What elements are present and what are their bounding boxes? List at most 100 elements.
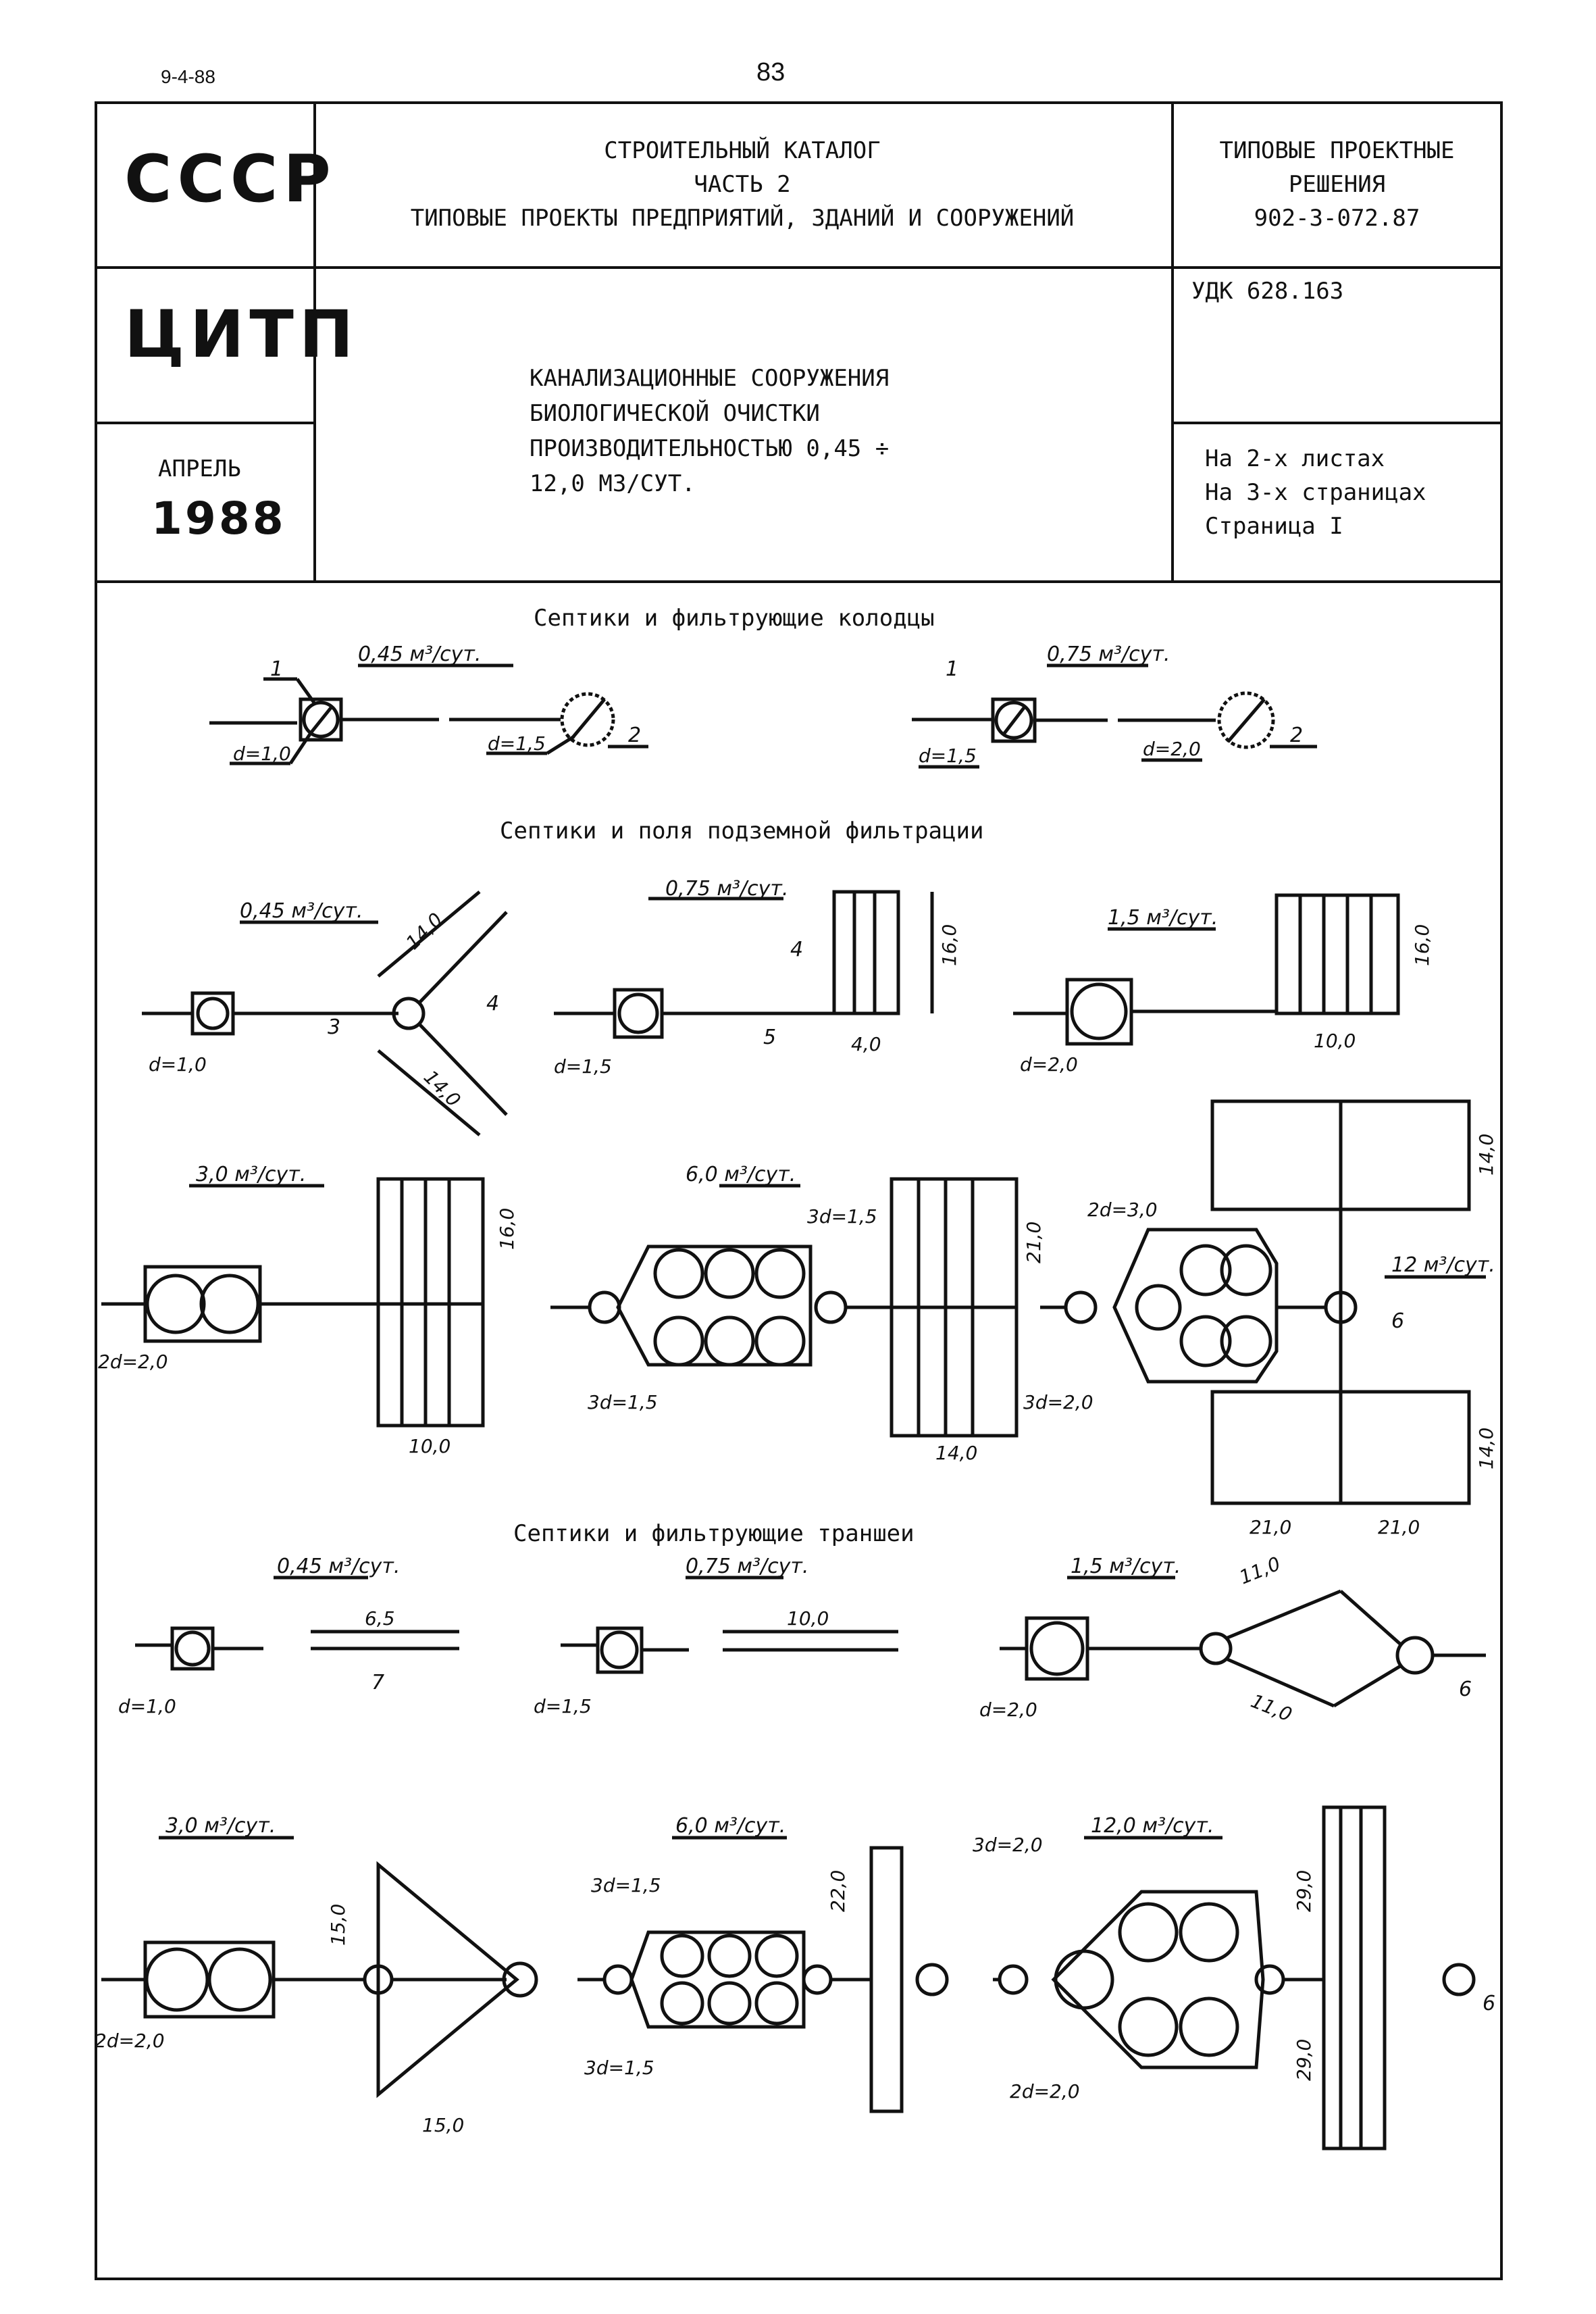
callout-6: 6 [1391,1309,1404,1333]
flow-label: 1,5 м³/сут. [1108,906,1218,930]
callout-6: 6 [1459,1678,1472,1701]
diameter-label: d=1,5 [919,745,977,767]
page-frame: СССР ЦИТП АПРЕЛЬ 1988 СТРОИТЕЛЬНЫЙ КАТАЛ… [95,101,1503,2280]
callout-1: 1 [946,657,958,681]
dimension-label: 11,0 [1236,1553,1283,1589]
callout-4: 4 [486,992,499,1015]
month-label: АПРЕЛЬ [158,455,241,482]
callout-2: 2 [628,724,641,747]
callout-6: 6 [1483,1992,1495,2015]
callout-7: 7 [371,1671,384,1694]
diameter-label: d=2,0 [1020,1053,1078,1076]
project-title: КАНАЛИЗАЦИОННЫЕ СООРУЖЕНИЯ БИОЛОГИЧЕСКОЙ… [530,361,889,501]
dimension-label: 14,0 [935,1442,977,1464]
dimension-label: 29,0 [1293,2039,1315,2081]
diameter-label: d=2,0 [1143,738,1201,760]
scheme-wells-075: 0,75 м³/сут. 1 d=1,5 d=2,0 2 [912,643,1317,769]
flow-label: 0,45 м³/сут. [277,1555,400,1578]
diameter-label: 3d=1,5 [588,1391,658,1413]
callout-2: 2 [1290,724,1303,747]
sheets-count: На 2-х листах [1205,445,1385,472]
section-heading-trenches: Септики и фильтрующие траншеи [513,1520,915,1547]
flow-label: 0,45 м³/сут. [240,899,363,923]
diameter-label: 3d=2,0 [973,1834,1043,1856]
country-label: СССР [124,141,336,217]
document-code: 9-4-88 [161,66,215,87]
dimension-label: 21,0 [1023,1222,1045,1263]
flow-label: 0,75 м³/сут. [665,877,788,901]
diameter-label: d=1,0 [233,743,291,765]
dimension-label: 21,0 [1250,1516,1291,1538]
scheme-fields-045: 0,45 м³/сут. d=1,0 14,0 14,0 3 4 [142,890,508,1136]
diameter-label: 3d=1,5 [591,1874,661,1896]
diameter-label: d=1,5 [534,1695,592,1717]
dimension-label: 10,0 [409,1435,451,1457]
dimension-label: 16,0 [938,924,960,966]
series-number: 902-3-072.87 [1254,205,1420,232]
dimension-label: 14,0 [1475,1428,1497,1469]
diameter-label: d=1,5 [554,1055,612,1078]
series-title: ТИПОВЫЕ ПРОЕКТНЫЕ [1219,137,1455,164]
catalog-subtitle: ТИПОВЫЕ ПРОЕКТЫ ПРЕДПРИЯТИЙ, ЗДАНИЙ И СО… [410,205,1075,232]
flow-label: 0,45 м³/сут. [358,643,481,666]
diameter-label: d=1,5 [488,732,546,755]
diameter-label: 3d=1,5 [584,2057,654,2079]
dimension-label: 10,0 [787,1607,829,1630]
flow-label: 1,5 м³/сут. [1071,1555,1181,1578]
scheme-fields-30: 3,0 м³/сут. 2d=2,0 10,0 16,0 [98,1163,518,1457]
catalog-title: СТРОИТЕЛЬНЫЙ КАТАЛОГ [604,137,881,164]
diameter-label: d=2,0 [979,1699,1037,1721]
title-line-1: КАНАЛИЗАЦИОННЫЕ СООРУЖЕНИЯ [530,365,890,392]
diameter-label: d=1,0 [149,1053,207,1076]
scheme-fields-60: 6,0 м³/сут. 3d=1,5 3d=1,5 14,0 21,0 [550,1163,1045,1464]
diameter-label: 2d=2,0 [95,2030,165,2052]
title-line-2: БИОЛОГИЧЕСКОЙ ОЧИСТКИ [530,400,820,427]
flow-label: 6,0 м³/сут. [686,1163,796,1186]
diameter-label: 2d=2,0 [1010,2080,1080,2103]
diameter-label: 2d=2,0 [98,1351,168,1373]
scheme-trench-045: 0,45 м³/сут. 6,5 d=1,0 7 [118,1555,459,1717]
flow-label: 3,0 м³/сут. [165,1814,276,1838]
title-line-4: 12,0 М3/СУТ. [530,470,696,497]
sheet-info: На 2-х листах На 3-х страницах Страница … [1205,442,1426,543]
dimension-label: 16,0 [496,1208,518,1250]
flow-label: 6,0 м³/сут. [675,1814,786,1838]
udk-code: УДК 628.163 [1191,278,1344,305]
dimension-label: 15,0 [422,2114,464,2136]
catalog-part: ЧАСТЬ 2 [694,171,791,198]
year-label: 1988 [151,493,286,545]
dimension-label: 4,0 [851,1033,881,1055]
series-subtitle: РЕШЕНИЯ [1288,171,1386,198]
dimension-label: 10,0 [1314,1030,1356,1052]
org-label: ЦИТП [124,297,359,372]
dimension-label: 16,0 [1411,924,1433,966]
dimension-label: 14,0 [1475,1134,1497,1176]
flow-label: 0,75 м³/сут. [686,1555,808,1578]
diameter-label: 3d=1,5 [807,1205,877,1228]
flow-label: 0,75 м³/сут. [1047,643,1170,666]
page-number: 83 [756,58,786,86]
series-block: ТИПОВЫЕ ПРОЕКТНЫЕ РЕШЕНИЯ 902-3-072.87 [1174,134,1500,235]
pages-count: На 3-х страницах [1205,479,1426,506]
scheme-trench-30: 3,0 м³/сут. 2d=2,0 15,0 15,0 [95,1814,538,2136]
scheme-wells-045: 0,45 м³/сут. 1 d=1,0 d=1,5 2 [209,643,648,765]
page-label: Страница I [1205,513,1343,540]
title-line-3: ПРОИЗВОДИТЕЛЬНОСТЬЮ 0,45 ÷ [530,435,890,462]
scheme-trench-15: 1,5 м³/сут. 11,0 11,0 d=2,0 6 [979,1553,1486,1726]
diameter-label: d=1,0 [118,1695,176,1717]
flow-label: 3,0 м³/сут. [196,1163,306,1186]
dimension-label: 14,0 [402,909,447,954]
section-heading-fields: Септики и поля подземной фильтрации [500,818,984,845]
section-heading-wells: Септики и фильтрующие колодцы [534,605,935,632]
callout-4: 4 [790,938,803,961]
flow-label: 12 м³/сут. [1391,1253,1495,1277]
scheme-fields-075: 0,75 м³/сут. d=1,5 4,0 16,0 4 5 [554,877,960,1078]
dimension-label: 29,0 [1293,1870,1315,1912]
scheme-trench-120: 12,0 м³/сут. 3d=2,0 2d=2,0 29,0 29,0 6 [973,1805,1495,2150]
dimension-label: 21,0 [1378,1516,1420,1538]
scheme-fields-12: 12 м³/сут. 2d=3,0 3d=2,0 21,0 21,0 14,0 … [1023,1099,1497,1538]
diameter-label: 2d=3,0 [1087,1199,1158,1221]
scheme-fields-15: 1,5 м³/сут. d=2,0 10,0 16,0 [1013,893,1433,1076]
catalog-block: СТРОИТЕЛЬНЫЙ КАТАЛОГ ЧАСТЬ 2 ТИПОВЫЕ ПРО… [313,134,1171,235]
